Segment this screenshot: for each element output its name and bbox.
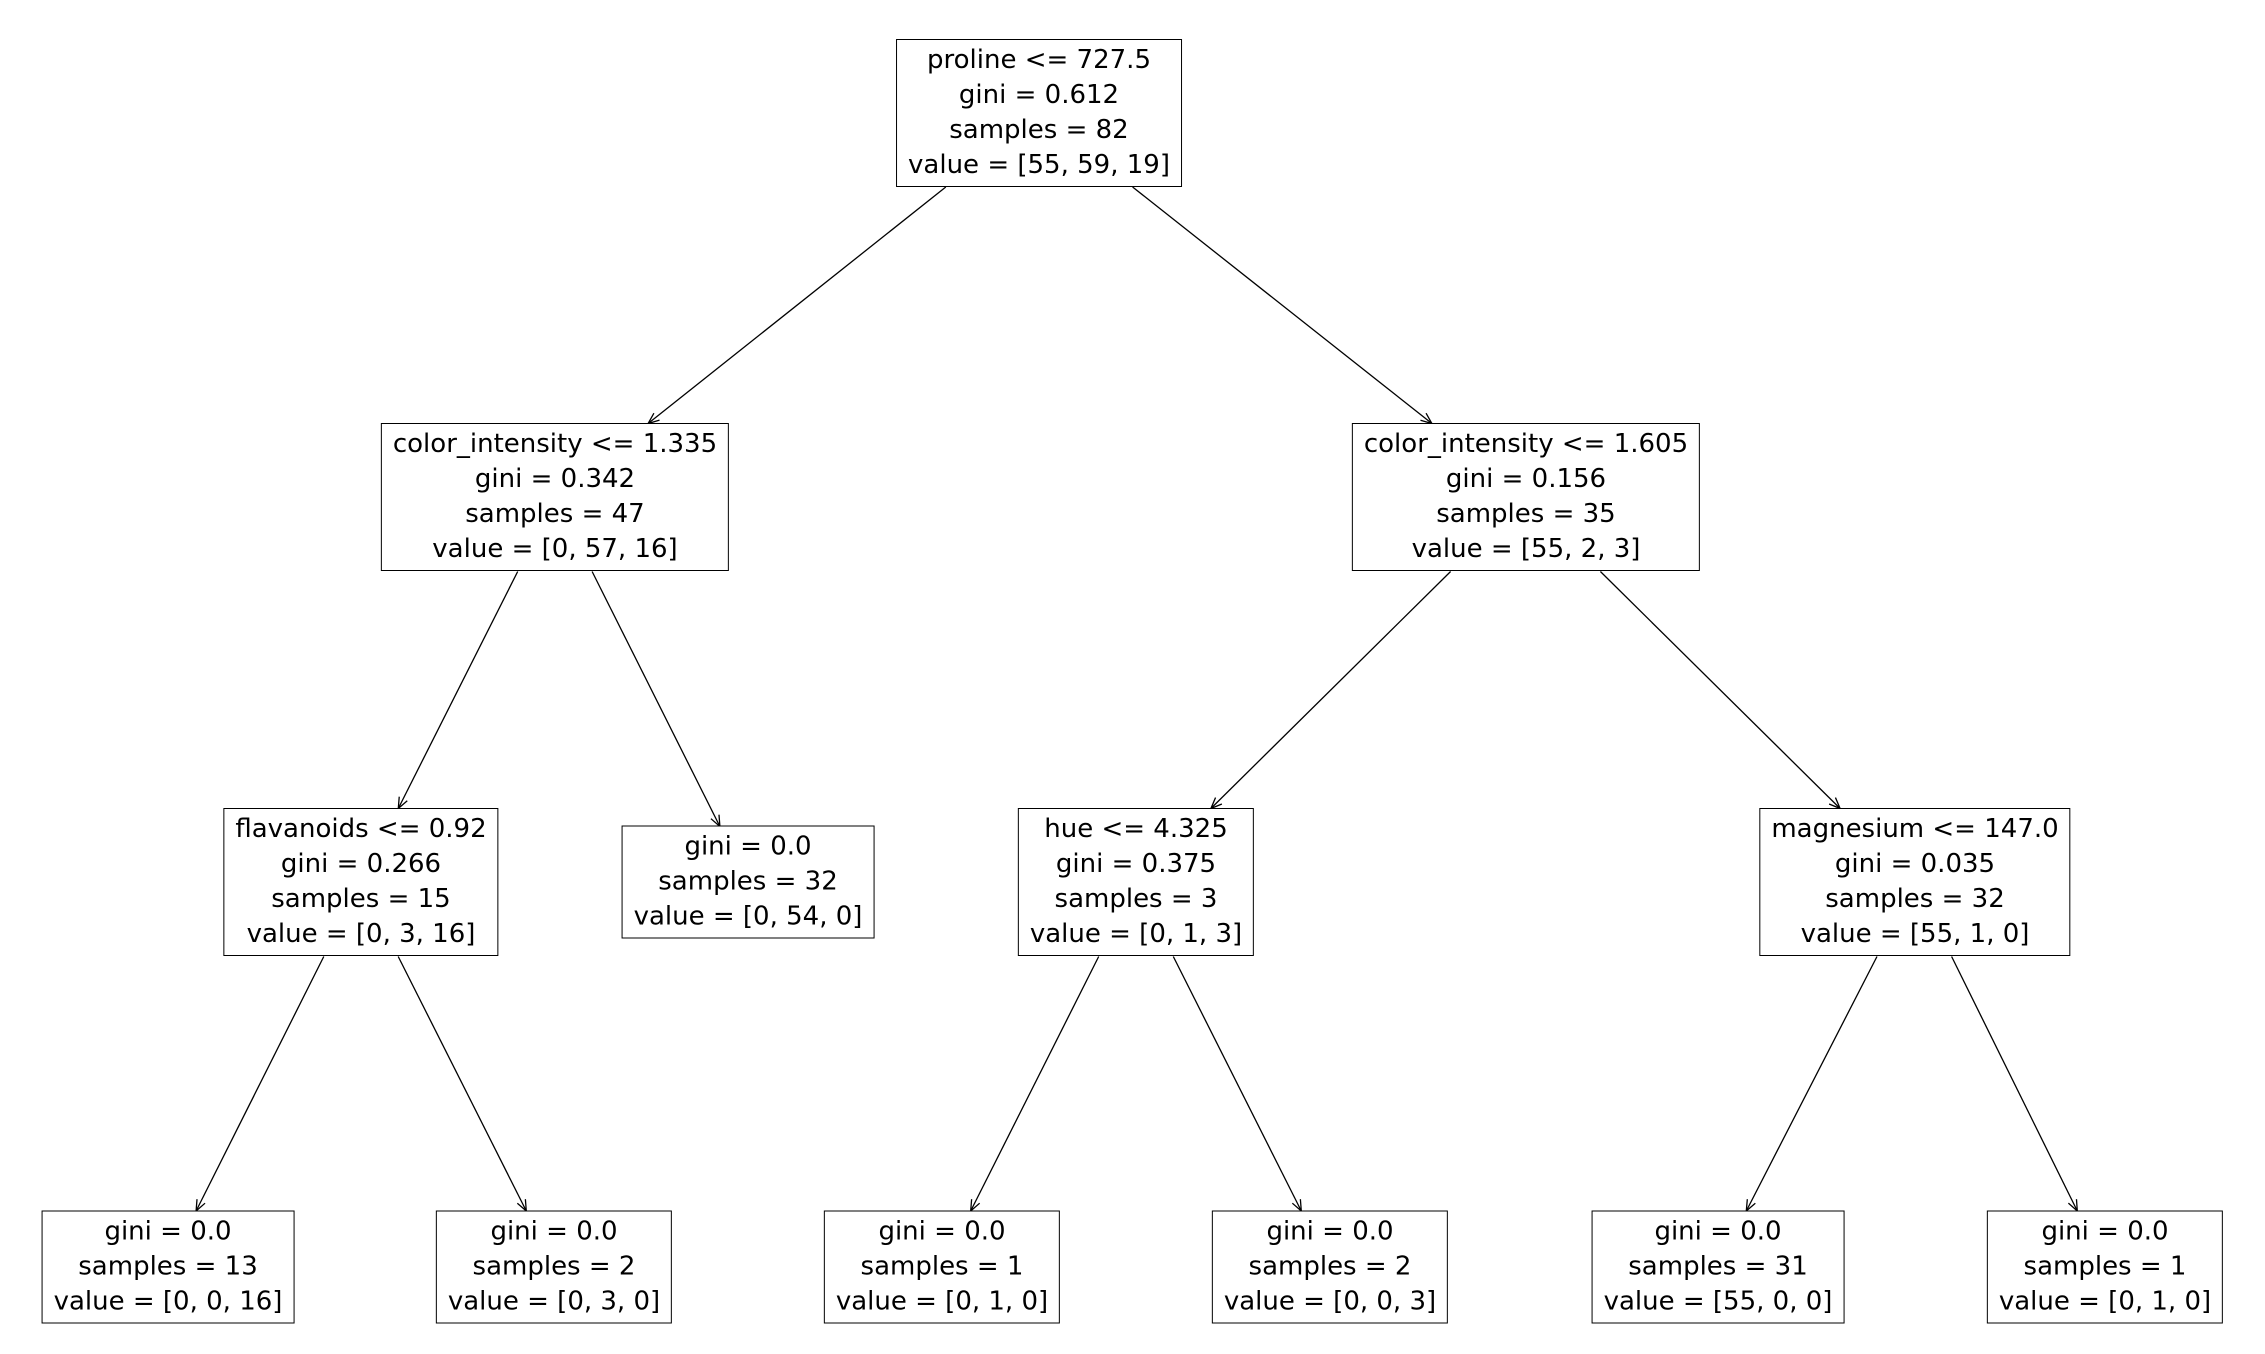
node-gini: gini = 0.0: [490, 1216, 618, 1247]
node-gini: gini = 0.266: [280, 849, 442, 879]
node-samples: samples = 1: [2023, 1251, 2187, 1282]
node-value: value = [0, 0, 16]: [53, 1286, 283, 1317]
node-samples: samples = 32: [658, 866, 838, 897]
node-value: value = [0, 1, 3]: [1029, 919, 1243, 949]
node-samples: samples = 2: [1248, 1251, 1412, 1282]
node-gini: gini = 0.375: [1055, 849, 1217, 879]
node-gini: gini = 0.612: [958, 80, 1120, 110]
node-samples: samples = 82: [949, 115, 1129, 145]
node-value: value = [0, 1, 0]: [835, 1286, 1049, 1317]
node-gini: gini = 0.0: [684, 831, 812, 862]
node-split-condition: color_intensity <= 1.605: [1363, 429, 1689, 459]
node-gini: gini = 0.0: [104, 1216, 232, 1247]
node-value: value = [0, 1, 0]: [1998, 1286, 2212, 1317]
node-samples: samples = 2: [472, 1251, 636, 1282]
node-samples: samples = 32: [1825, 884, 2005, 914]
node-gini: gini = 0.0: [1654, 1216, 1782, 1247]
edge-node1-node3: [398, 571, 519, 809]
tree-node-hue-split: hue <= 4.325 gini = 0.375 samples = 3 va…: [1017, 808, 1255, 956]
node-value: value = [0, 3, 0]: [447, 1286, 661, 1317]
node-samples: samples = 31: [1628, 1251, 1808, 1282]
node-gini: gini = 0.156: [1445, 464, 1607, 494]
node-value: value = [0, 3, 16]: [246, 919, 476, 949]
edge-node0-node2: [1132, 186, 1432, 424]
node-value: value = [0, 57, 16]: [432, 534, 678, 564]
node-value: value = [0, 54, 0]: [633, 901, 863, 932]
tree-node-root: proline <= 727.5 gini = 0.612 samples = …: [896, 39, 1182, 187]
node-samples: samples = 35: [1436, 499, 1616, 529]
node-split-condition: proline <= 727.5: [927, 45, 1151, 75]
node-samples: samples = 47: [465, 499, 645, 529]
node-value: value = [55, 2, 3]: [1411, 534, 1641, 564]
node-split-condition: hue <= 4.325: [1044, 814, 1228, 844]
tree-node-depth1-left: color_intensity <= 1.335 gini = 0.342 sa…: [380, 423, 730, 571]
node-gini: gini = 0.0: [2041, 1216, 2169, 1247]
tree-node-magnesium-split: magnesium <= 147.0 gini = 0.035 samples …: [1759, 808, 2071, 956]
edge-node3-node7: [196, 956, 325, 1212]
tree-node-flavanoids-split: flavanoids <= 0.92 gini = 0.266 samples …: [223, 808, 499, 956]
tree-leaf-5: gini = 0.0 samples = 31 value = [55, 0, …: [1591, 1210, 1845, 1324]
edge-node1-node4: [591, 571, 720, 827]
edge-node6-node12: [1951, 956, 2078, 1212]
node-gini: gini = 0.342: [474, 464, 636, 494]
node-samples: samples = 1: [860, 1251, 1024, 1282]
node-gini: gini = 0.0: [1266, 1216, 1394, 1247]
tree-leaf-4: gini = 0.0 samples = 2 value = [0, 0, 3]: [1211, 1210, 1449, 1324]
node-samples: samples = 13: [78, 1251, 258, 1282]
tree-leaf-3: gini = 0.0 samples = 1 value = [0, 1, 0]: [823, 1210, 1061, 1324]
edge-node5-node10: [1172, 956, 1301, 1212]
node-split-condition: color_intensity <= 1.335: [392, 429, 718, 459]
node-samples: samples = 3: [1054, 884, 1218, 914]
node-value: value = [55, 59, 19]: [908, 150, 1170, 180]
edge-node2-node6: [1599, 571, 1840, 809]
tree-leaf-1: gini = 0.0 samples = 13 value = [0, 0, 1…: [41, 1210, 295, 1324]
node-split-condition: magnesium <= 147.0: [1771, 814, 2059, 844]
node-value: value = [0, 0, 3]: [1223, 1286, 1437, 1317]
edge-node2-node5: [1211, 571, 1452, 809]
tree-leaf-6: gini = 0.0 samples = 1 value = [0, 1, 0]: [1986, 1210, 2224, 1324]
node-samples: samples = 15: [271, 884, 451, 914]
node-value: value = [55, 0, 0]: [1603, 1286, 1833, 1317]
tree-leaf-depth2: gini = 0.0 samples = 32 value = [0, 54, …: [621, 825, 875, 939]
edge-node6-node11: [1746, 956, 1878, 1212]
tree-node-depth1-right: color_intensity <= 1.605 gini = 0.156 sa…: [1351, 423, 1701, 571]
edge-node0-node1: [648, 186, 947, 424]
edge-node5-node9: [971, 956, 1100, 1212]
edge-node3-node8: [397, 956, 526, 1212]
node-gini: gini = 0.0: [878, 1216, 1006, 1247]
node-gini: gini = 0.035: [1834, 849, 1996, 879]
tree-leaf-2: gini = 0.0 samples = 2 value = [0, 3, 0]: [435, 1210, 673, 1324]
node-split-condition: flavanoids <= 0.92: [235, 814, 487, 844]
node-value: value = [55, 1, 0]: [1800, 919, 2030, 949]
